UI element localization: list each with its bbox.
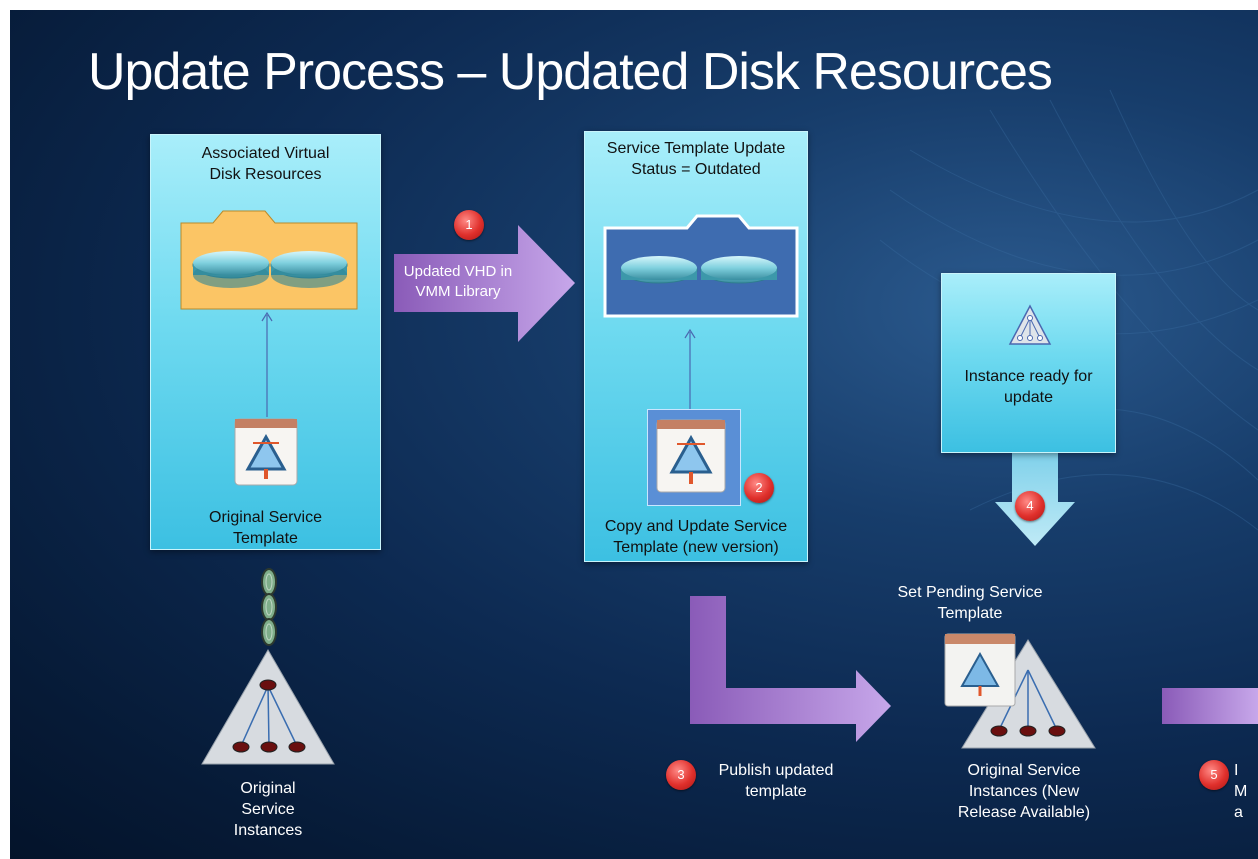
template-status-heading: Service Template Update Status = Outdate… bbox=[606, 140, 786, 178]
step-5-badge: 5 bbox=[1199, 760, 1229, 790]
copy-update-caption: Copy and Update Service Template (new ve… bbox=[604, 518, 788, 556]
publish-arrow bbox=[690, 596, 891, 742]
service-instances-triangle-icon bbox=[201, 649, 335, 765]
associated-disk-heading: Associated Virtual Disk Resources bbox=[201, 145, 330, 183]
chain-icon bbox=[261, 568, 277, 646]
set-pending-label: Set Pending Service Template bbox=[897, 584, 1043, 622]
new-release-label: Original Service Instances (New Release … bbox=[957, 762, 1091, 821]
step-4-badge: 4 bbox=[1015, 491, 1045, 521]
step-2-badge: 2 bbox=[744, 473, 774, 503]
associated-disk-panel: Associated Virtual Disk Resources bbox=[150, 134, 381, 550]
folder-icon bbox=[180, 210, 358, 310]
service-instance-icon bbox=[1008, 304, 1052, 345]
disk-icon bbox=[270, 251, 348, 288]
slide-title: Update Process – Updated Disk Resources bbox=[88, 43, 1053, 101]
updated-folder-icon bbox=[603, 214, 799, 318]
step-1-text: Updated VHD in VMM Library bbox=[403, 263, 513, 300]
template-status-panel: Service Template Update Status = Outdate… bbox=[584, 131, 808, 562]
instance-ready-text: Instance ready for update bbox=[964, 368, 1093, 406]
disk-icon bbox=[192, 251, 270, 288]
pending-template-icon bbox=[944, 633, 1016, 707]
connector-arrow-icon bbox=[261, 311, 273, 417]
disk-icon bbox=[700, 256, 778, 284]
slide: Update Process – Updated Disk Resources … bbox=[10, 10, 1258, 859]
updated-template-icon bbox=[656, 419, 726, 493]
step5-arrow bbox=[1162, 688, 1258, 724]
connector-arrow-icon bbox=[684, 328, 696, 410]
original-instances-label: Original Service Instances bbox=[233, 780, 303, 839]
step-3-text: Publish updated template bbox=[718, 762, 834, 800]
step-3-badge: 3 bbox=[666, 760, 696, 790]
original-template-caption: Original Service Template bbox=[209, 509, 322, 547]
step-1-badge: 1 bbox=[454, 210, 484, 240]
background-decoration bbox=[201, 89, 1258, 765]
instance-ready-panel: Instance ready for update bbox=[941, 273, 1116, 453]
update-arrow bbox=[394, 225, 575, 342]
service-template-icon bbox=[234, 418, 298, 486]
step-5-text: I Ma bbox=[1234, 762, 1248, 821]
disk-icon bbox=[620, 256, 698, 284]
